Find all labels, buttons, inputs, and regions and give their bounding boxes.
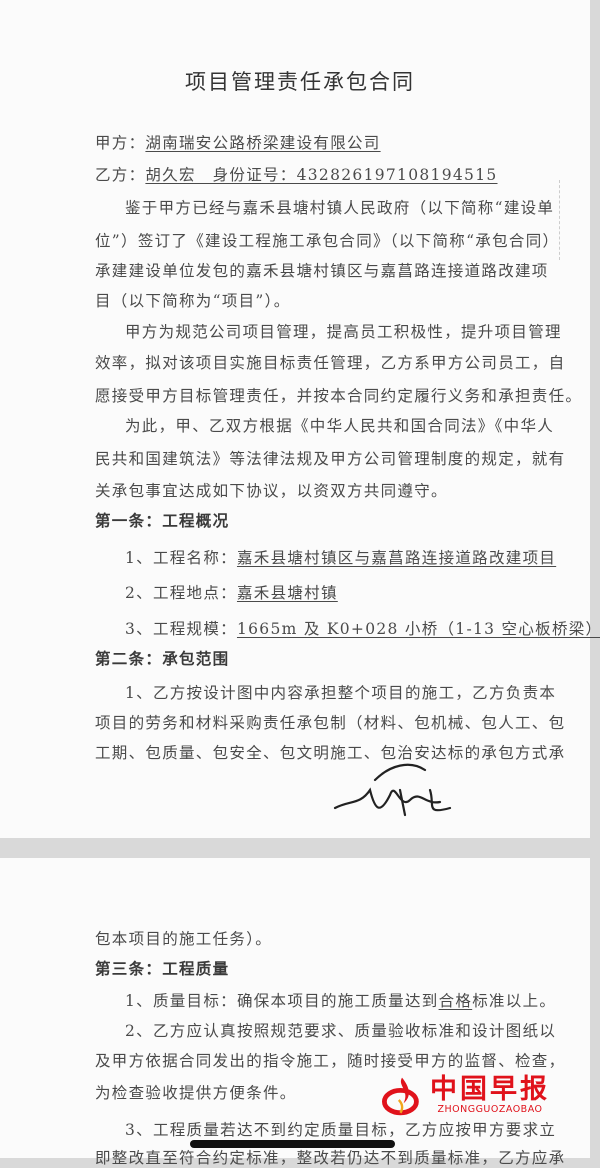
watermark-cn: 中国早报 bbox=[430, 1074, 550, 1105]
watermark-en: ZHONGGUOZAOBAO bbox=[437, 1104, 543, 1115]
document-page-1: 项目管理责任承包合同 甲方：湖南瑞安公路桥梁建设有限公司 乙方：胡久宏 身份证号… bbox=[0, 0, 600, 838]
item-label: 1、工程名称： bbox=[125, 549, 237, 567]
quality-target-value: 合格 bbox=[438, 992, 473, 1010]
item-text: 标准以上。 bbox=[472, 992, 557, 1010]
article1-heading: 第一条：工程概况 bbox=[95, 511, 230, 530]
paragraph-line: 关承包事宜达成如下协议，以资双方共同遵守。 bbox=[95, 482, 448, 500]
party-b: 乙方：胡久宏 身份证号：432826197108194515 bbox=[95, 165, 498, 185]
paragraph-line: 包本项目的施工任务）。 bbox=[95, 930, 273, 948]
paragraph-line: 2、乙方应认真按照规范要求、质量验收标准和设计图纸以 bbox=[125, 1022, 557, 1040]
watermark-logo: 中国早报 ZHONGGUOZAOBAO bbox=[380, 1076, 550, 1116]
paragraph-line: 项目的劳务和材料采购责任承包制（材料、包机械、包人工、包 bbox=[95, 714, 566, 732]
article1-item: 1、工程名称：嘉禾县塘村镇区与嘉菖路连接道路改建项目 bbox=[125, 548, 556, 568]
paragraph-line: 1、乙方按设计图中内容承担整个项目的施工，乙方负责本 bbox=[125, 684, 557, 702]
paragraph-line: 承建建设单位发包的嘉禾县塘村镇区与嘉菖路连接道路改建项 bbox=[95, 262, 549, 280]
paragraph-line: 位”）签订了《建设工程施工承包合同》（以下简称“承包合同） bbox=[95, 232, 560, 250]
paragraph-line: 甲方为规范公司项目管理，提高员工积极性，提升项目管理 bbox=[125, 323, 562, 341]
paragraph-line: 效率，拟对该项目实施目标责任管理，乙方系甲方公司员工，自 bbox=[95, 354, 566, 372]
item-value: 嘉禾县塘村镇区与嘉菖路连接道路改建项目 bbox=[236, 549, 557, 567]
paragraph-line: 为此，甲、乙双方根据《中华人民共和国合同法》《中华人 bbox=[125, 417, 555, 435]
article1-item: 2、工程地点：嘉禾县塘村镇 bbox=[125, 583, 338, 603]
handwritten-signature-icon bbox=[333, 763, 452, 817]
item-value: 1665m 及 K0+028 小桥（1-13 空心板桥梁） bbox=[236, 620, 600, 638]
paragraph-line: 民共和国建筑法》等法律法规及甲方公司管理制度的规定，就有 bbox=[95, 450, 566, 468]
document-page-2: 包本项目的施工任务）。 第三条：工程质量 1、质量目标：确保本项目的施工质量达到… bbox=[0, 858, 590, 1167]
item-value: 嘉禾县塘村镇 bbox=[236, 584, 338, 602]
paragraph-line: 为检查验收提供方便条件。 bbox=[95, 1084, 297, 1102]
paragraph-line: 工期、包质量、包安全、包文明施工、包治安达标的承包方式承 bbox=[95, 744, 566, 762]
party-b-label: 乙方： bbox=[95, 166, 146, 184]
paragraph-line: 鉴于甲方已经与嘉禾县塘村镇人民政府（以下简称“建设单 bbox=[125, 199, 555, 217]
item-label: 3、工程规模： bbox=[125, 620, 237, 638]
party-a: 甲方：湖南瑞安公路桥梁建设有限公司 bbox=[95, 133, 381, 153]
item-text: 1、质量目标：确保本项目的施工质量达到 bbox=[125, 992, 439, 1010]
party-a-label: 甲方： bbox=[95, 134, 146, 152]
article3-item1: 1、质量目标：确保本项目的施工质量达到合格标准以上。 bbox=[125, 991, 556, 1011]
stamp-edge bbox=[559, 180, 590, 260]
paragraph-line: 3、工程质量若达不到约定质量目标，乙方应按甲方要求立 bbox=[125, 1121, 557, 1139]
paragraph-line: 及甲方依据合同发出的指令施工，随时接受甲方的监督、检查， bbox=[95, 1052, 566, 1070]
party-a-value: 湖南瑞安公路桥梁建设有限公司 bbox=[145, 134, 381, 152]
paragraph-line: 即整改直至符合约定标准，整改若仍达不到质量标准，乙方应承 bbox=[95, 1149, 566, 1167]
paragraph-line: 目（以下简称为“项目”）。 bbox=[95, 292, 291, 310]
paragraph-line: 愿接受甲方目标管理责任，并按本合同约定履行义务和承担责任。 bbox=[95, 387, 583, 405]
party-b-value: 胡久宏 身份证号：432826197108194515 bbox=[145, 166, 498, 184]
document-title: 项目管理责任承包合同 bbox=[185, 70, 415, 94]
article3-heading: 第三条：工程质量 bbox=[95, 959, 230, 978]
home-indicator[interactable] bbox=[190, 1140, 395, 1148]
article2-heading: 第二条：承包范围 bbox=[95, 649, 230, 668]
flame-logo-icon bbox=[382, 1077, 419, 1116]
item-label: 2、工程地点： bbox=[125, 584, 237, 602]
article1-item: 3、工程规模：1665m 及 K0+028 小桥（1-13 空心板桥梁） bbox=[125, 619, 600, 639]
